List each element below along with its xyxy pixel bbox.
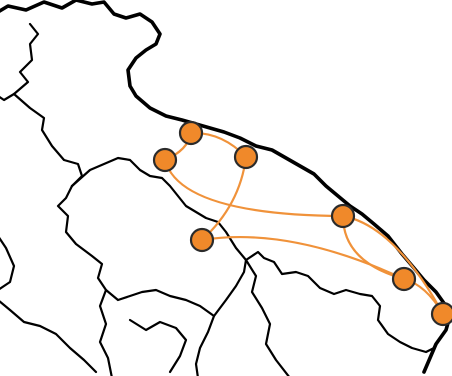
border-far-west [0,237,16,290]
route-nodes[interactable] [152,120,452,327]
route-n5-n6 [200,235,406,281]
route-node-n2[interactable] [152,147,178,173]
route-n4-n7 [341,214,445,316]
border-lower-left [0,300,98,374]
border-north-west [12,22,84,188]
route-n2-n4 [163,158,345,218]
border-inland-south [244,258,290,376]
border-central-north [70,156,436,354]
border-south-inner [212,258,248,318]
route-node-n6[interactable] [391,266,417,292]
border-central-patch [128,318,188,374]
route-node-n5[interactable] [189,227,215,253]
route-node-n1[interactable] [178,120,204,146]
border-west-upper [0,92,16,102]
border-central-west [56,184,216,376]
route-node-n3[interactable] [233,144,259,170]
border-south-west [98,288,113,376]
route-node-n4[interactable] [330,203,356,229]
route-node-n7[interactable] [430,301,452,327]
